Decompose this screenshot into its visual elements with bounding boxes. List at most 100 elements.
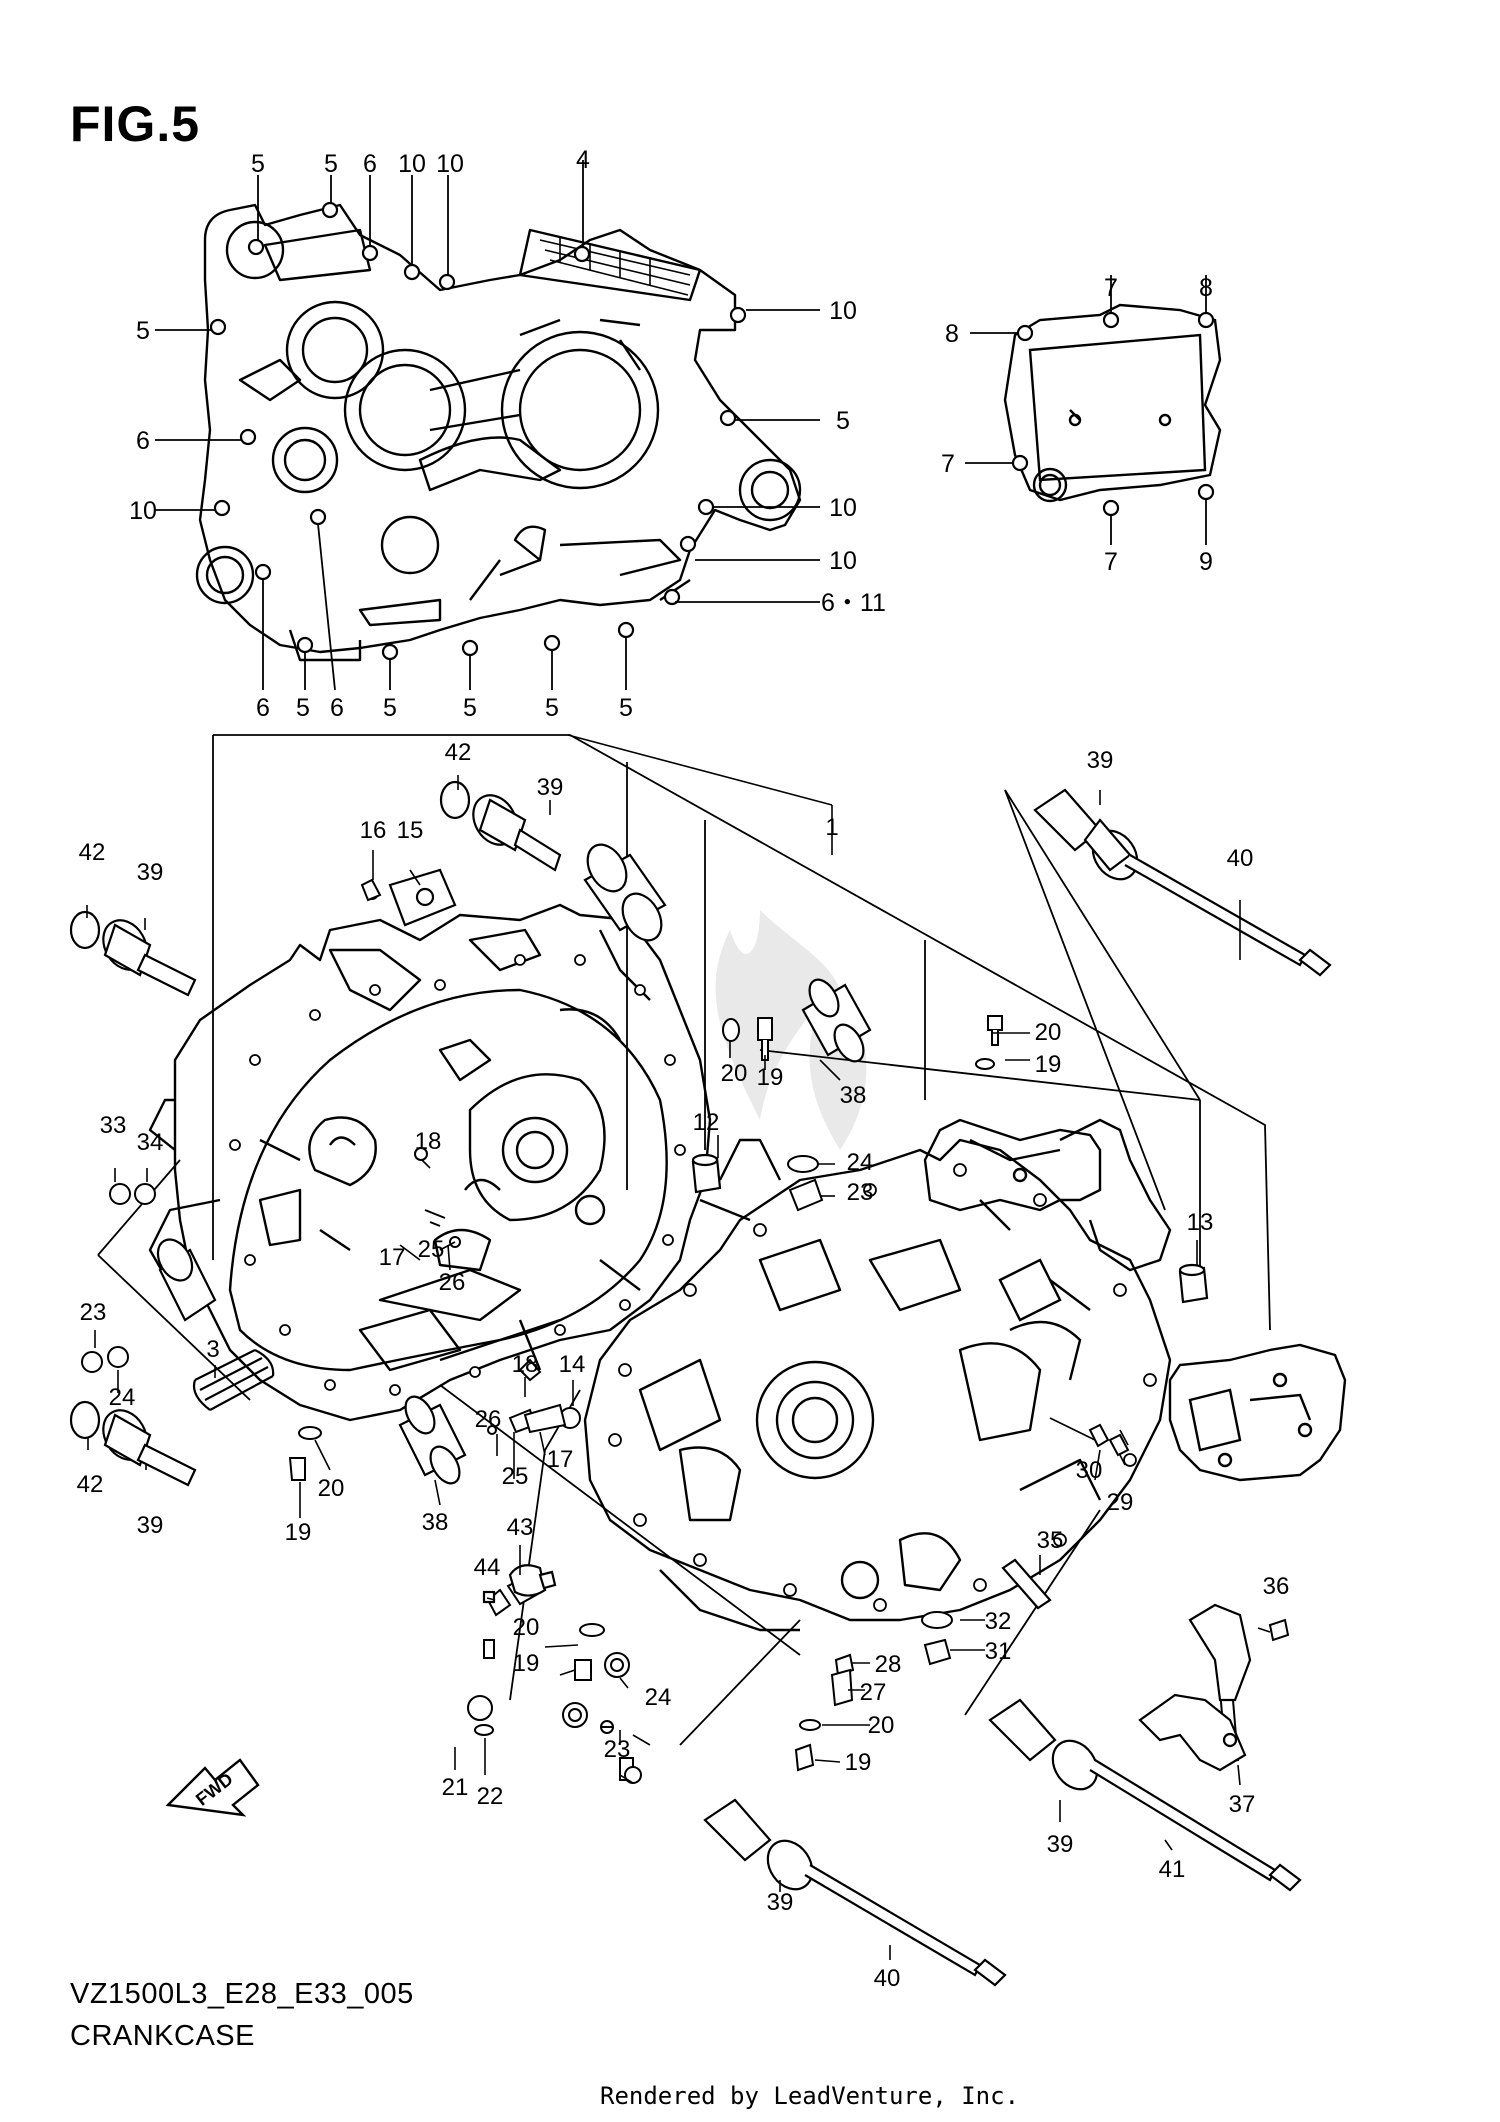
- callout: 34: [137, 1129, 164, 1156]
- cylinder-mount-bracket: [923, 1118, 1172, 1381]
- callout: 42: [445, 739, 472, 766]
- callout: 13: [1187, 1209, 1214, 1236]
- callout: 14: [559, 1351, 586, 1378]
- callout: 18: [512, 1351, 539, 1378]
- callout: 5: [296, 694, 310, 722]
- figure-name: CRANKCASE: [70, 2020, 255, 2052]
- callout: 10: [129, 497, 157, 525]
- small-hardware: [81, 886, 1290, 1784]
- callout: 7: [1104, 548, 1118, 576]
- callout: 5: [463, 694, 477, 722]
- callout: 10: [398, 150, 426, 178]
- callout: 20: [318, 1475, 345, 1502]
- cover-leaders: [965, 275, 1207, 545]
- callout: 20: [513, 1614, 540, 1641]
- callout: 10: [436, 150, 464, 178]
- top-view-bolt-holes: [209, 201, 747, 661]
- stud-bolt-39-lower-left: [69, 1400, 197, 1487]
- callout: 6: [363, 150, 377, 178]
- callout: 19: [757, 1064, 784, 1091]
- top-view-callout-labels: 5 5 6 10 10 4 10 5 6 5 10 10 10 6・11 6 5…: [129, 146, 886, 722]
- callout: 39: [1087, 747, 1114, 774]
- callout: 19: [285, 1519, 312, 1546]
- callout: 42: [77, 1471, 104, 1498]
- callout: 37: [1229, 1791, 1256, 1818]
- callout: 26: [439, 1269, 466, 1296]
- callout: 10: [829, 494, 857, 522]
- left-crankcase-half: [148, 903, 712, 1422]
- callout: 38: [422, 1509, 449, 1536]
- callout: 10: [829, 547, 857, 575]
- callout: 4: [576, 146, 590, 174]
- callout: 6・11: [821, 589, 886, 617]
- callout: 32: [985, 1608, 1012, 1635]
- callout: 42: [79, 839, 106, 866]
- callout: 6: [330, 694, 344, 722]
- credit-line: Rendered by LeadVenture, Inc.: [600, 2082, 1020, 2110]
- callout: 41: [1159, 1856, 1186, 1883]
- callout: 5: [545, 694, 559, 722]
- dowel-pin-38-lower: [398, 1395, 467, 1485]
- callout: 9: [1199, 548, 1213, 576]
- callout: 31: [985, 1638, 1012, 1665]
- callout: 1: [825, 814, 838, 841]
- callout: 23: [847, 1179, 874, 1206]
- callout: 5: [619, 694, 633, 722]
- oil-pump-cover: [1168, 1343, 1347, 1482]
- bearing-sleeve: [583, 843, 667, 942]
- callout: 22: [477, 1783, 504, 1810]
- callout: 24: [109, 1384, 136, 1411]
- callout: 23: [80, 1299, 107, 1326]
- main-view-callout-labels: 42 39 16 15 1 42 39 39 40 20 19 19 20 38…: [77, 739, 1290, 1992]
- fwd-arrow-icon: FWD: [165, 1758, 260, 1817]
- callout: 19: [1035, 1051, 1062, 1078]
- callout: 35: [1037, 1527, 1064, 1554]
- callout: 6: [256, 694, 270, 722]
- pin-35: [1001, 1558, 1052, 1610]
- callout: 30: [1076, 1457, 1103, 1484]
- callout: 19: [845, 1749, 872, 1776]
- left-half-bolt-bosses: [229, 954, 686, 1396]
- leadventure-watermark: [715, 910, 867, 1150]
- dowel-12: [691, 1153, 722, 1194]
- cover-callout-labels: 7 8 8 7 7 9: [941, 274, 1213, 576]
- figure-title: FIG.5: [70, 96, 201, 152]
- callout: 39: [137, 859, 164, 886]
- callout: 24: [847, 1149, 874, 1176]
- callout: 5: [836, 407, 850, 435]
- stud-bolt-39-upper-center: [439, 780, 562, 872]
- callout: 29: [1107, 1489, 1134, 1516]
- sensor-43: [482, 1564, 557, 1604]
- callout: 33: [100, 1112, 127, 1139]
- callout: 20: [1035, 1019, 1062, 1046]
- callout: 19: [513, 1650, 540, 1677]
- stud-bolt-39-40-upper-right: [1033, 788, 1332, 977]
- callout: 12: [693, 1109, 720, 1136]
- callout: 5: [383, 694, 397, 722]
- cover-bolt-holes: [1011, 311, 1215, 517]
- callout: 43: [507, 1514, 534, 1541]
- callout: 6: [136, 427, 150, 455]
- stud-bolt-39-upper-left: [69, 910, 197, 997]
- stud-bolt-39-41-lower-right: [988, 1698, 1302, 1892]
- callout: 20: [721, 1060, 748, 1087]
- callout: 39: [767, 1889, 794, 1916]
- figure-code: VZ1500L3_E28_E33_005: [70, 1978, 414, 2010]
- top-view-leaders: [155, 160, 820, 691]
- right-half-bolt-bosses: [608, 1163, 1157, 1612]
- main-view-leaders: [86, 734, 1271, 1960]
- callout: 27: [860, 1679, 887, 1706]
- callout: 8: [1199, 274, 1213, 302]
- callout: 5: [251, 150, 265, 178]
- callout: 16: [360, 817, 387, 844]
- callout: 17: [379, 1244, 406, 1271]
- callout: 39: [1047, 1831, 1074, 1858]
- callout: 44: [474, 1554, 501, 1581]
- callout: 26: [475, 1406, 502, 1433]
- crankcase-top-view: [195, 203, 802, 662]
- callout: 21: [442, 1774, 469, 1801]
- cover-plate: [1003, 303, 1222, 503]
- dowel-pin-38-upper: [801, 978, 872, 1063]
